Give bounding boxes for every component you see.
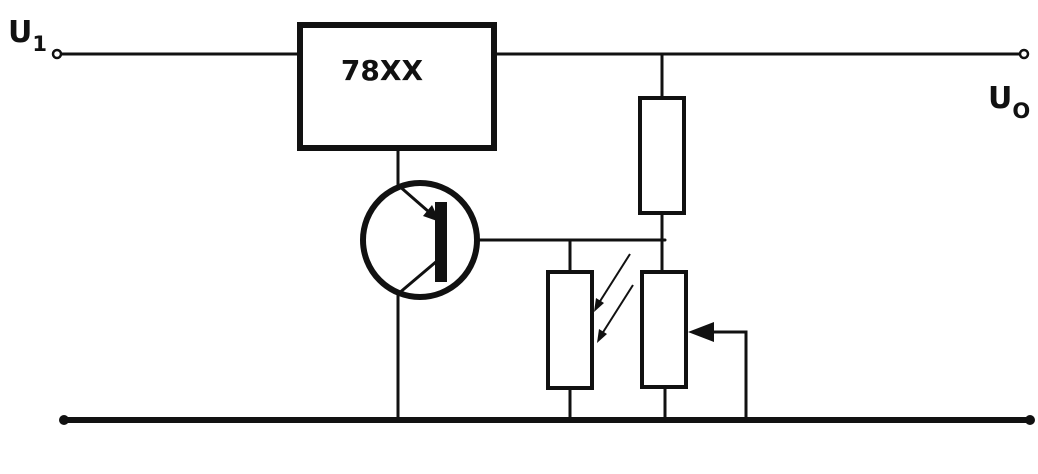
ground-terminal-right	[1025, 415, 1035, 425]
input-voltage-symbol: U	[8, 15, 32, 50]
regulator-box	[297, 22, 497, 151]
light-arrow-2-head	[597, 329, 607, 343]
light-arrow-1	[596, 253, 631, 307]
transistor-body	[360, 180, 480, 300]
output-terminal	[1018, 48, 1030, 60]
upper-resistor	[638, 96, 686, 215]
transistor-collector	[396, 259, 439, 296]
potentiometer	[640, 270, 688, 389]
regulator-label: 78XX	[341, 54, 424, 87]
light-arrow-1-head	[594, 298, 604, 312]
input-terminal	[51, 48, 63, 60]
input-voltage-subscript: 1	[32, 32, 47, 56]
ground-terminal-left	[59, 415, 69, 425]
output-voltage-symbol: U	[988, 81, 1012, 116]
light-dependent-resistor	[546, 270, 594, 390]
light-arrow-2	[599, 284, 634, 338]
potentiometer-wiper-arrow	[688, 322, 714, 342]
output-voltage-subscript: O	[1012, 99, 1030, 123]
input-voltage-label: U1	[8, 15, 47, 56]
potentiometer-wiper-wire	[703, 330, 748, 422]
output-voltage-label: UO	[988, 81, 1030, 123]
